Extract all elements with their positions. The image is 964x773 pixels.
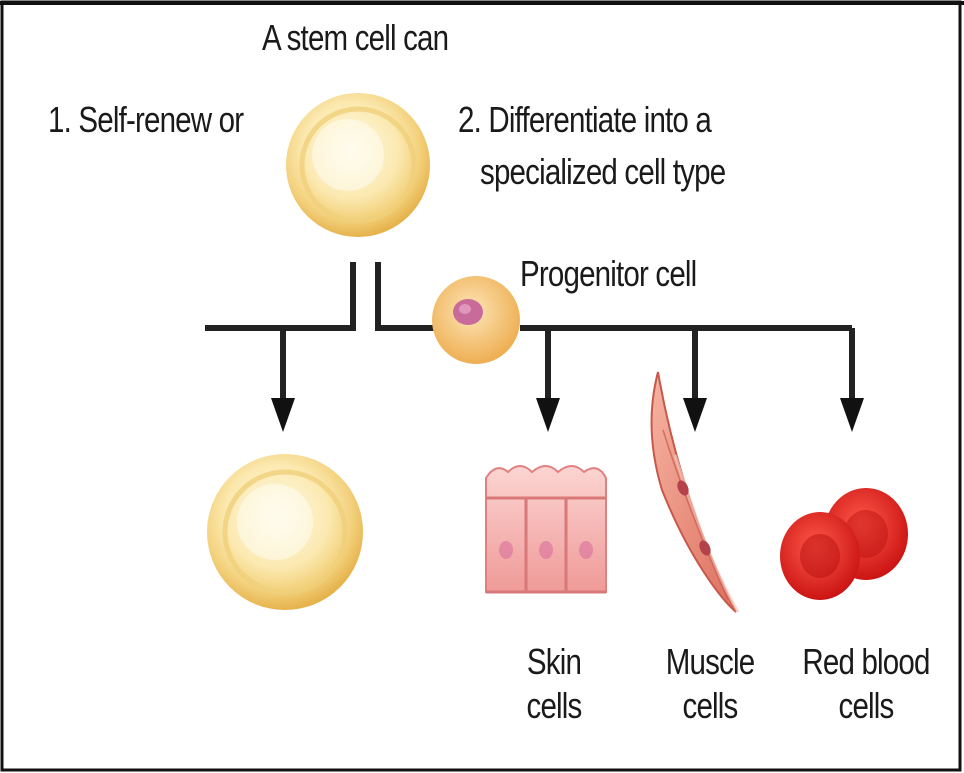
diagram-title: A stem cell can xyxy=(262,18,448,58)
skin-cells-label-line1: Skin xyxy=(502,640,607,684)
red-blood-cells-label-line2: cells xyxy=(792,684,940,728)
arrowheads xyxy=(271,398,864,432)
red-blood-cells-label-line1: Red blood xyxy=(792,640,940,684)
red-blood-cells-label: Red blood cells xyxy=(792,640,940,728)
muscle-cells-label: Muscle cells xyxy=(653,640,768,728)
arrow-self-renew xyxy=(271,398,295,432)
arrow-skin xyxy=(536,398,560,432)
differentiate-branch-line xyxy=(378,262,440,328)
progenitor-cell-label: Progenitor cell xyxy=(520,254,696,294)
self-renew-label: 1. Self-renew or xyxy=(48,100,243,140)
skin-cells-illustration xyxy=(486,466,606,592)
muscle-cells-label-line2: cells xyxy=(653,684,768,728)
skin-cells-label: Skin cells xyxy=(502,640,607,728)
progenitor-cell-illustration xyxy=(432,276,520,364)
skin-cells-label-line2: cells xyxy=(502,684,607,728)
self-renewed-stem-cell-illustration xyxy=(207,454,363,610)
arrow-rbc xyxy=(840,398,864,432)
stem-cell-illustration xyxy=(286,93,430,237)
self-renew-branch-line xyxy=(205,262,353,328)
muscle-cells-label-line1: Muscle xyxy=(653,640,768,684)
red-blood-cells-illustration xyxy=(780,488,908,600)
arrow-muscle xyxy=(683,398,707,432)
differentiate-label-line2: specialized cell type xyxy=(480,152,725,192)
differentiate-label-line1: 2. Differentiate into a xyxy=(458,100,711,140)
